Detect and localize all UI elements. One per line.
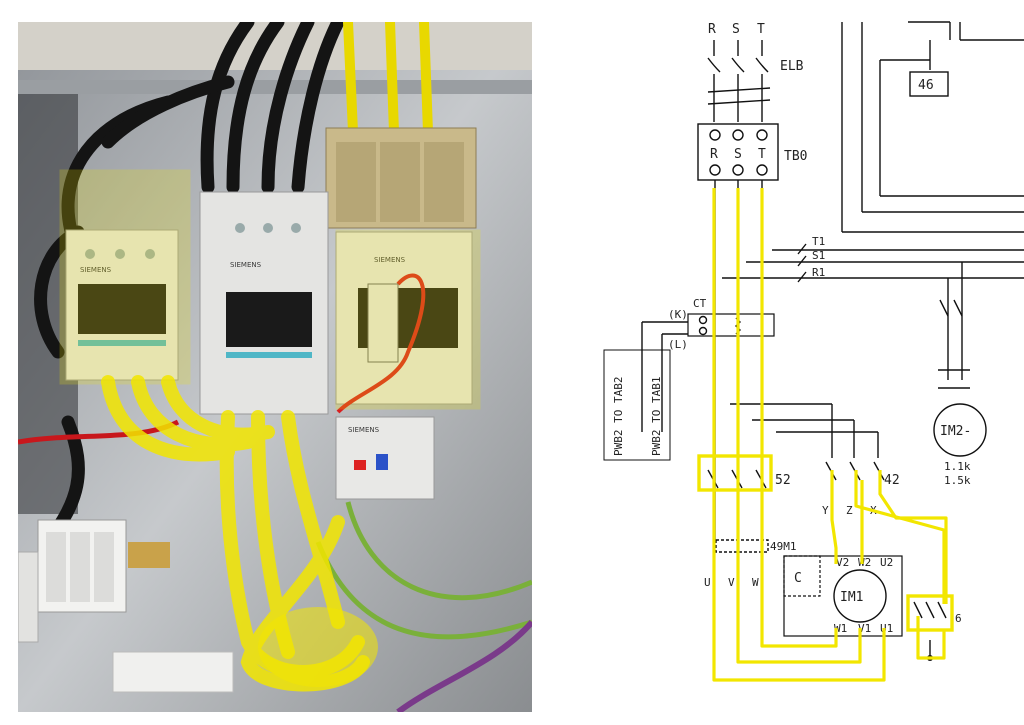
highlight-contactor-right bbox=[335, 229, 481, 410]
control-lines bbox=[722, 243, 1024, 283]
phase-label-t: T bbox=[757, 22, 765, 37]
brass-terminal bbox=[128, 542, 170, 568]
contactor-right: SIEMENS bbox=[335, 231, 473, 414]
motor-im1-label: IM1 bbox=[840, 590, 863, 605]
contactor-42-label: 42 bbox=[884, 473, 900, 488]
fan-motor-rating-1: 1.1k bbox=[944, 460, 971, 473]
contactor-52-label: 52 bbox=[775, 473, 791, 488]
contactor-6-label: 6 bbox=[955, 612, 962, 625]
capacitor-box bbox=[783, 555, 821, 597]
tb0-terminal-r: R bbox=[710, 147, 718, 162]
breaker-label: ELB bbox=[780, 59, 804, 74]
fuse-holders bbox=[18, 519, 127, 643]
contactor-left: SIEMENS bbox=[65, 229, 179, 381]
pwb-tab2-label: PWB2 TO TAB2 bbox=[612, 377, 625, 456]
relay-46-label: 46 bbox=[918, 78, 934, 93]
motor-terminal-u1: U1 bbox=[880, 622, 893, 635]
highlight-cable-loop bbox=[258, 607, 378, 687]
phase-label-s: S bbox=[732, 22, 740, 37]
wiring-schematic: R S T ELB R S T TB0 46 bbox=[603, 21, 1024, 682]
pwb-label-frame bbox=[603, 349, 671, 461]
highlight-power-path bbox=[712, 188, 948, 682]
fan-motor-branch bbox=[938, 262, 970, 389]
output-label-u: U bbox=[704, 576, 711, 589]
overload-relay-brand: SIEMENS bbox=[348, 426, 380, 434]
tb0-terminal-s: S bbox=[734, 147, 742, 162]
overload-49m1-label: 49M1 bbox=[770, 540, 797, 553]
contactor-middle-brand: SIEMENS bbox=[230, 261, 262, 269]
pwb-tab1-label: PWB2 TO TAB1 bbox=[650, 377, 663, 456]
relay-box-46 bbox=[909, 71, 949, 97]
contactor-right-brand: SIEMENS bbox=[374, 256, 406, 264]
electrical-panel-photo: SIEMENS SIEMENS SIEMENS SIEMENS bbox=[18, 22, 532, 712]
phase-label-r: R bbox=[708, 22, 716, 37]
contactor-left-brand: SIEMENS bbox=[80, 266, 112, 274]
control-line-s1: S1 bbox=[812, 249, 825, 262]
ct-label: CT bbox=[693, 297, 707, 310]
overload-relay: SIEMENS bbox=[335, 416, 435, 500]
highlight-contactor-52 bbox=[697, 454, 773, 492]
fan-motor-label: IM2- bbox=[940, 424, 971, 439]
ct-l-label: (L) bbox=[668, 338, 688, 351]
top-yellow-wires bbox=[343, 22, 433, 137]
winding-label-y: Y bbox=[822, 504, 829, 517]
output-label-w: W bbox=[752, 576, 759, 589]
current-transformer bbox=[641, 313, 775, 432]
control-frame bbox=[841, 21, 1024, 233]
overload-49m1-symbol bbox=[715, 539, 769, 553]
highlight-contactor-left bbox=[59, 169, 191, 385]
fan-motor-rating-2: 1.5k bbox=[944, 474, 971, 487]
motor-terminal-v2: V2 bbox=[836, 556, 849, 569]
terminal-block-tb0 bbox=[697, 123, 779, 181]
motor-terminal-u2: U2 bbox=[880, 556, 893, 569]
warning-label-plate bbox=[112, 651, 234, 693]
capacitor-label: C bbox=[794, 571, 802, 586]
motor-im1-symbol bbox=[833, 569, 887, 623]
ct-k-label: (K) bbox=[668, 308, 688, 321]
purple-cable bbox=[396, 620, 532, 712]
control-line-t1: T1 bbox=[812, 235, 825, 248]
red-jumper-wire bbox=[336, 273, 426, 414]
supply-lines bbox=[707, 40, 771, 122]
terminal-block-top bbox=[325, 127, 477, 229]
fan-motor-symbol bbox=[933, 403, 987, 457]
motor-frame bbox=[783, 555, 903, 637]
output-label-v: V bbox=[728, 576, 735, 589]
contactor-middle: SIEMENS bbox=[199, 191, 329, 415]
ground-wires bbox=[315, 501, 532, 640]
din-rail bbox=[18, 80, 532, 94]
tb0-terminal-t: T bbox=[758, 147, 766, 162]
highlight-contactor-6 bbox=[906, 594, 954, 632]
control-line-r1: R1 bbox=[812, 266, 825, 279]
winding-label-z: Z bbox=[846, 504, 853, 517]
tb0-label: TB0 bbox=[784, 149, 807, 164]
motor-terminal-w2: W2 bbox=[858, 556, 871, 569]
